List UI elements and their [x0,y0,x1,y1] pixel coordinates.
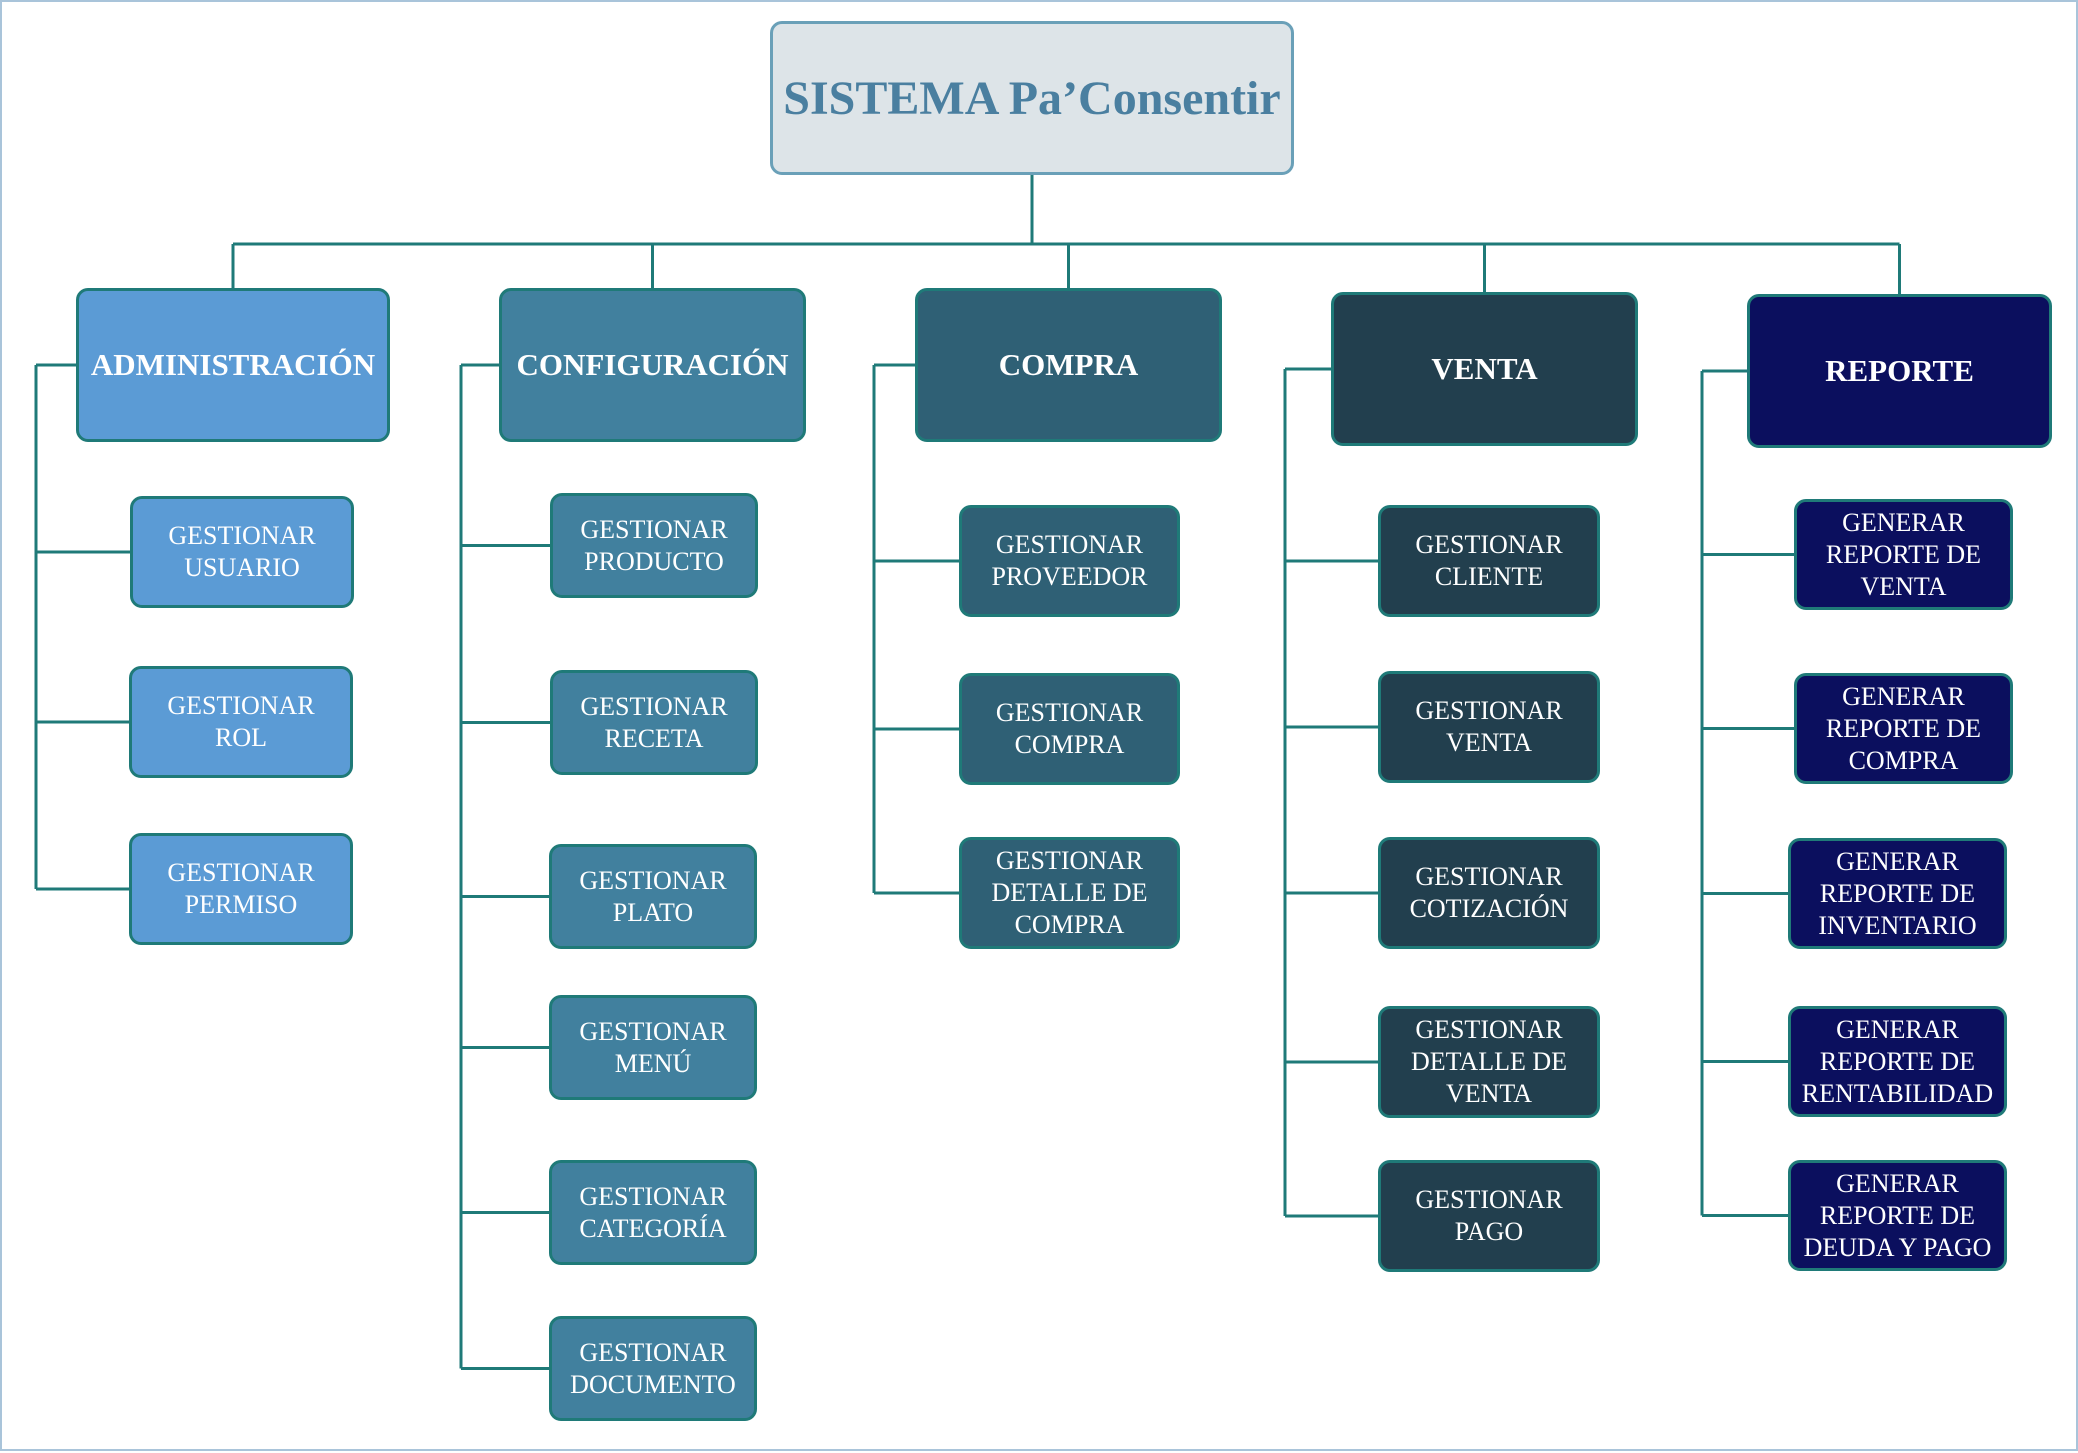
item-line: COMPRA [1014,730,1125,759]
item-gestionar-permiso: GESTIONAR PERMISO [129,833,353,945]
root-title: SISTEMA Pa’Consentir [783,71,1281,125]
category-reporte: REPORTE [1747,294,2052,448]
item-line: GESTIONAR [168,521,316,550]
item-line: CLIENTE [1434,562,1544,591]
item-gestionar-detalle-de-venta: GESTIONAR DETALLE DE VENTA [1378,1006,1600,1118]
category-label: COMPRA [998,347,1139,382]
item-gestionar-venta: GESTIONAR VENTA [1378,671,1600,783]
item-line: VENTA [1860,571,1947,601]
item-gestionar-cliente: GESTIONAR CLIENTE [1378,505,1600,617]
item-line: COMPRA [1014,910,1125,939]
item-line: COMPRA [1848,745,1959,775]
item-line: REPORTE DE [1819,1046,1976,1076]
item-line: DETALLE DE [1410,1047,1568,1076]
category-label: VENTA [1431,351,1538,386]
item-line: GESTIONAR [1415,530,1563,559]
item-line: INVENTARIO [1818,910,1977,940]
item-line: GESTIONAR [1415,1015,1563,1044]
item-line: GENERAR [1836,1014,1959,1044]
category-label: CONFIGURACIÓN [516,347,789,382]
category-compra: COMPRA [915,288,1222,442]
item-gestionar-compra: GESTIONAR COMPRA [959,673,1180,785]
category-configuracion: CONFIGURACIÓN [499,288,806,442]
item-gestionar-pago: GESTIONAR PAGO [1378,1160,1600,1272]
item-line: RECETA [604,723,704,753]
category-administracion: ADMINISTRACIÓN [76,288,390,442]
root-node: SISTEMA Pa’Consentir [770,21,1294,175]
item-line: DOCUMENTO [570,1369,736,1399]
item-line: GESTIONAR [995,530,1144,559]
item-line: REPORTE DE [1819,1200,1976,1230]
item-line: DETALLE DE [991,878,1148,907]
item-line: DEUDA Y PAGO [1803,1232,1992,1262]
item-line: GESTIONAR [1415,696,1563,725]
item-line: CATEGORÍA [579,1213,727,1243]
item-line: USUARIO [184,553,300,582]
item-gestionar-usuario: GESTIONAR USUARIO [130,496,354,608]
item-line: VENTA [1445,1079,1532,1108]
item-line: REPORTE DE [1819,878,1976,908]
item-line: ROL [215,723,267,752]
item-line: GENERAR [1842,507,1965,537]
item-gestionar-detalle-de-compra: GESTIONAR DETALLE DE COMPRA [959,837,1180,949]
item-line: GENERAR [1842,681,1965,711]
item-line: COTIZACIÓN [1409,894,1569,923]
category-label: ADMINISTRACIÓN [90,347,376,382]
item-line: GENERAR [1836,1168,1959,1198]
item-line: GESTIONAR [580,691,728,721]
item-line: GESTIONAR [167,691,315,720]
item-line: PERMISO [184,890,298,919]
item-line: VENTA [1445,728,1532,757]
item-gestionar-rol: GESTIONAR ROL [129,666,353,778]
item-line: RENTABILIDAD [1801,1078,1994,1108]
item-line: GENERAR [1836,846,1959,876]
item-line: PLATO [612,897,694,927]
item-line: GESTIONAR [995,846,1144,875]
item-gestionar-proveedor: GESTIONAR PROVEEDOR [959,505,1180,617]
item-line: GESTIONAR [579,1016,727,1046]
category-label: REPORTE [1825,353,1974,388]
category-venta: VENTA [1331,292,1638,446]
item-gestionar-cotizacion: GESTIONAR COTIZACIÓN [1378,837,1600,949]
item-line: GESTIONAR [579,1181,727,1211]
item-line: PAGO [1454,1217,1524,1246]
item-line: GESTIONAR [995,698,1144,727]
item-line: GESTIONAR [1415,1185,1563,1214]
item-line: GESTIONAR [1415,862,1563,891]
item-line: GESTIONAR [579,865,727,895]
item-line: REPORTE DE [1825,539,1982,569]
item-line: GESTIONAR [579,1337,727,1367]
item-line: GESTIONAR [167,858,315,887]
item-line: PROVEEDOR [991,562,1148,591]
item-line: PRODUCTO [584,546,724,576]
item-line: GESTIONAR [580,514,728,544]
item-line: REPORTE DE [1825,713,1982,743]
item-line: MENÚ [614,1048,692,1078]
